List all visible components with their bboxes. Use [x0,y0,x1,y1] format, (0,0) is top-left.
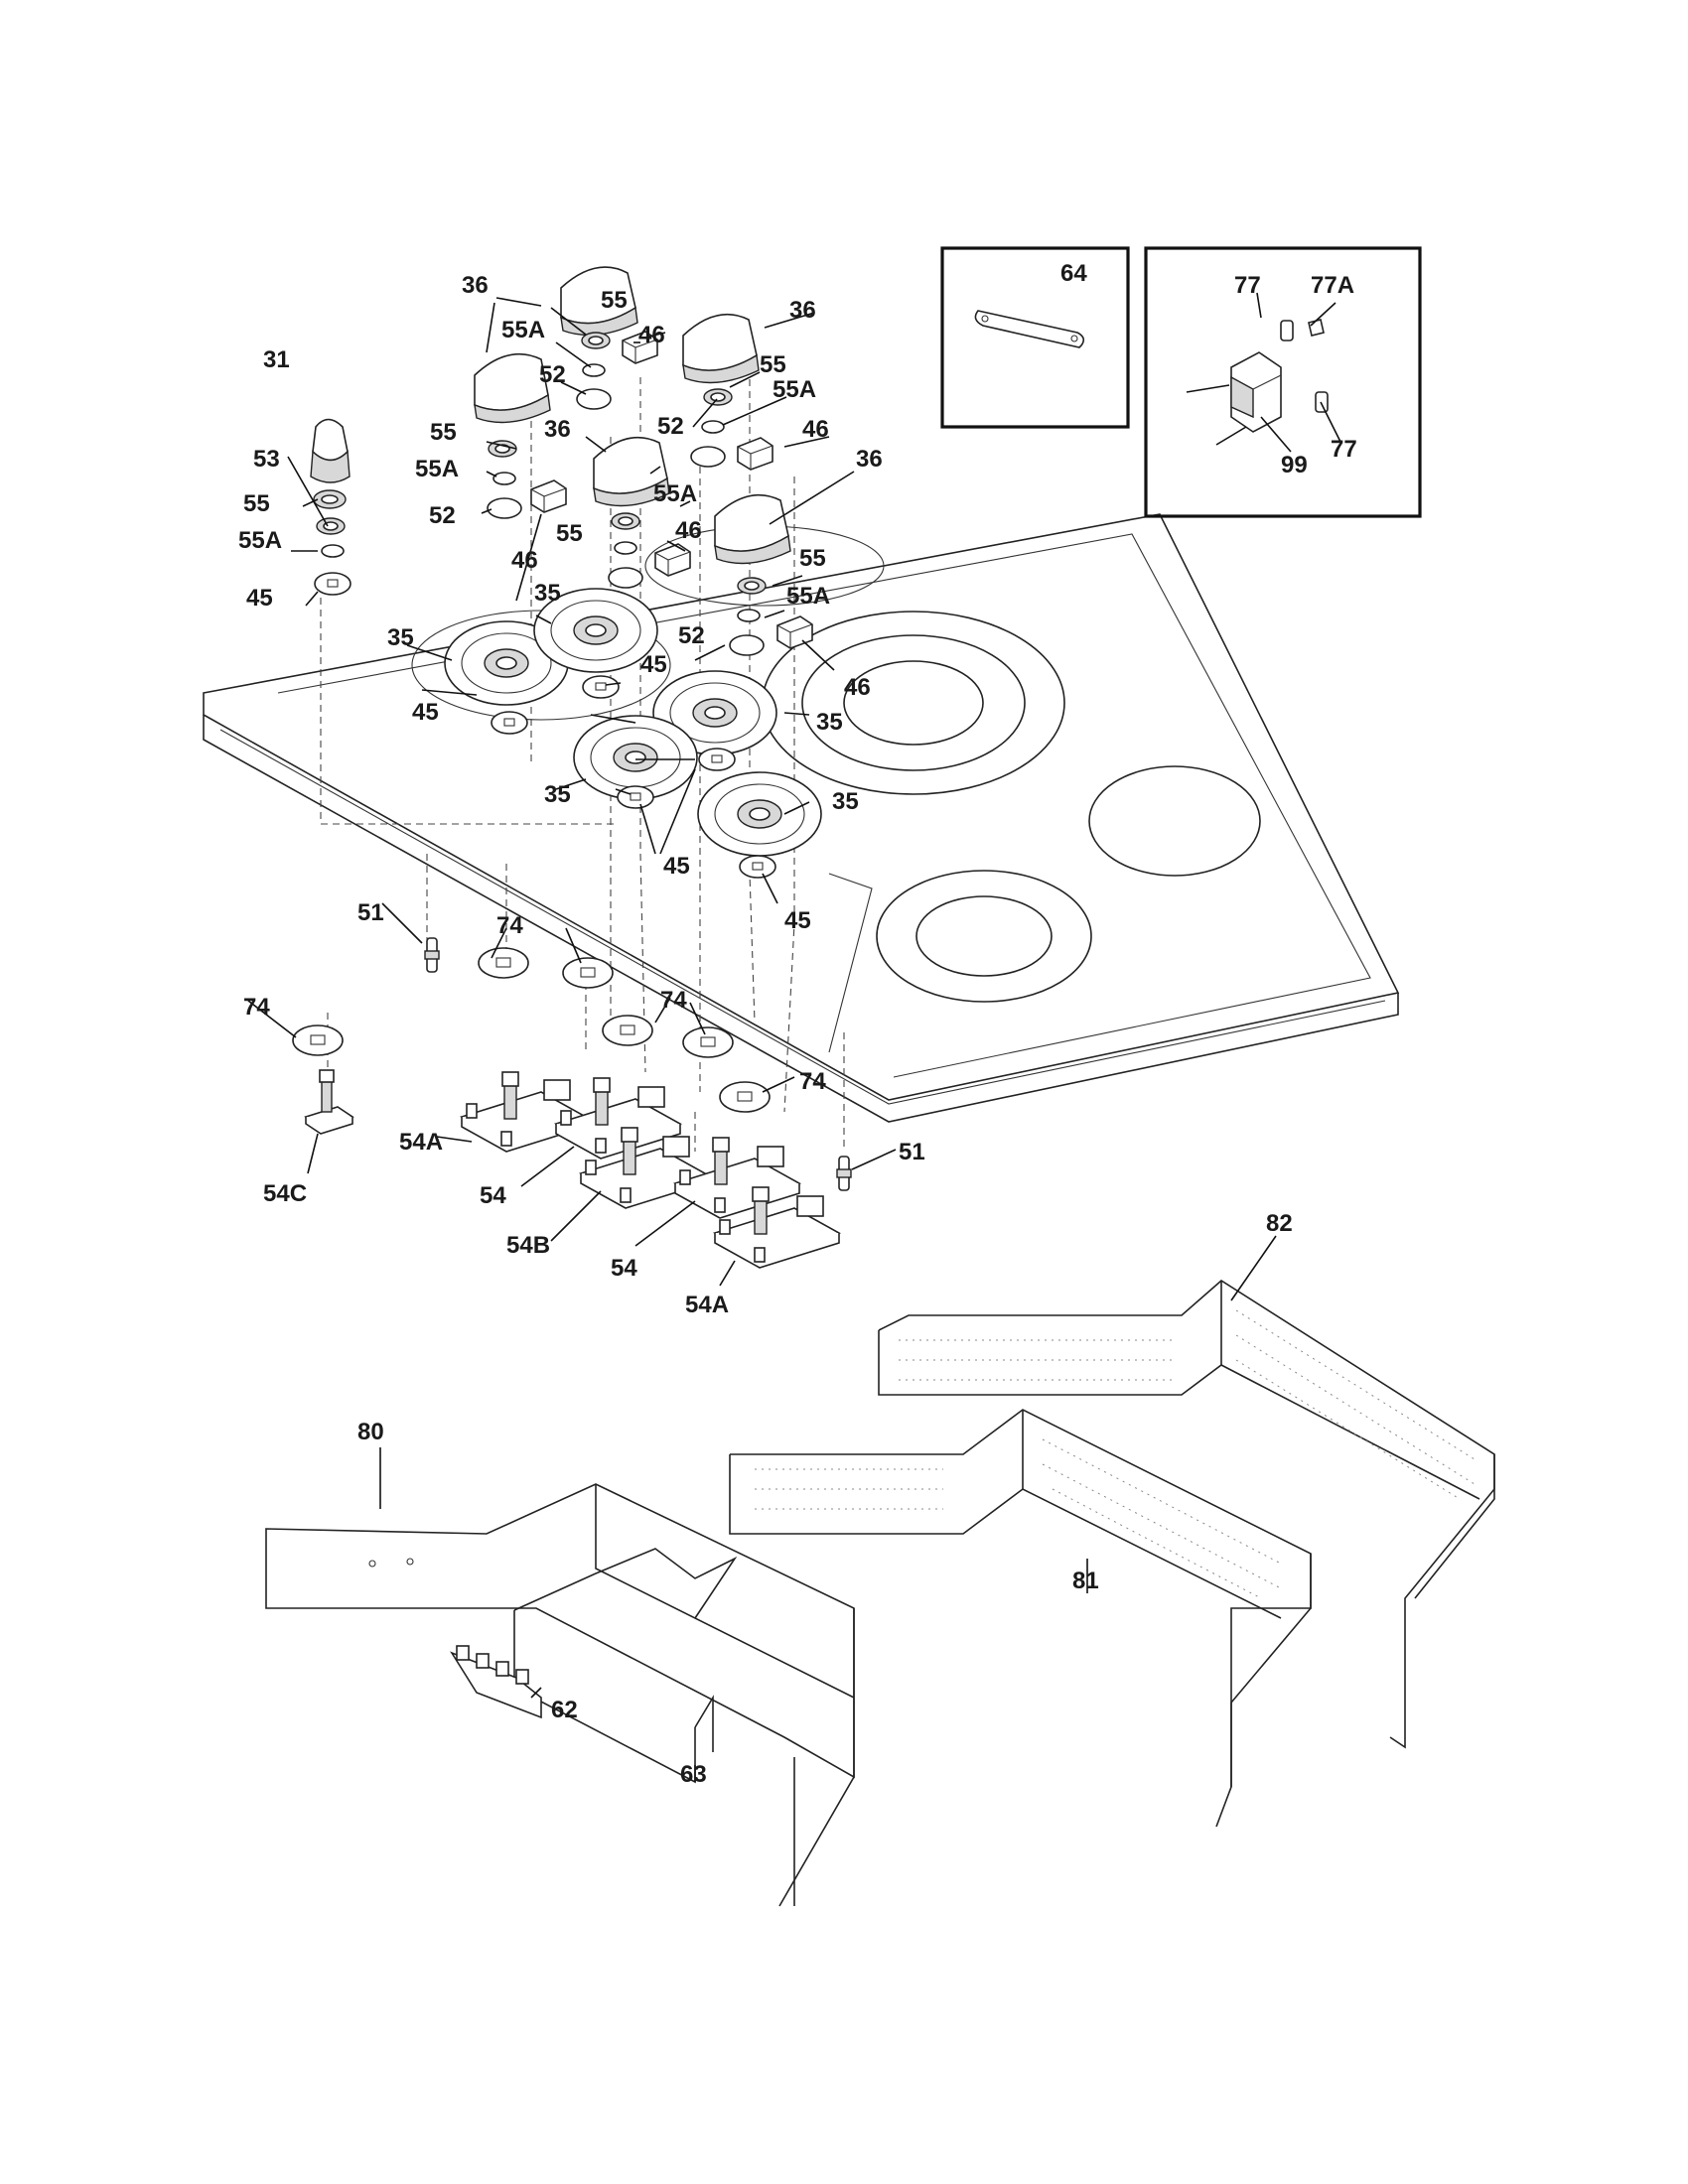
knob-36-b [474,352,551,424]
callout-80: 80 [357,1419,384,1445]
callout-54C: 54C [263,1180,307,1207]
indicator-lights-46 [530,331,813,649]
callout-52-a: 52 [539,361,566,388]
callout-99: 99 [1281,452,1308,478]
callout-54B: 54B [506,1232,550,1259]
callout-55-d: 55 [243,490,270,517]
callout-55-c: 55 [430,419,457,446]
switch-54A-b [712,1186,842,1269]
callout-51-b: 51 [899,1139,925,1165]
callout-36-b: 36 [789,297,816,324]
callout-54-b: 54 [611,1255,637,1282]
switch-54-a [553,1077,683,1160]
switch-54C [304,1069,354,1135]
cooktop-glass [203,513,1400,1123]
callout-35-d: 35 [544,781,571,808]
callout-63: 63 [680,1761,707,1788]
callout-53: 53 [253,446,280,473]
switch-54B [578,1127,708,1209]
callout-77A: 77A [1311,272,1354,299]
callout-55A-a: 55A [501,317,545,343]
knob-36-e [714,493,791,565]
callout-36-c: 36 [544,416,571,443]
callout-55-f: 55 [799,545,826,572]
terminal-block-62 [450,1645,542,1719]
callout-77-b: 77 [1331,436,1357,463]
callout-74-c: 74 [660,987,687,1014]
leader-lines [247,292,1341,1782]
callout-45-b: 45 [640,651,667,678]
callout-74-a: 74 [496,912,523,939]
inset-box-99 [1144,246,1422,518]
callout-55-a: 55 [601,287,628,314]
indicator-46-b [530,479,567,513]
infinite-switches [304,1069,842,1269]
callout-35-a: 35 [534,580,561,607]
control-knobs [310,266,791,565]
callout-55-b: 55 [760,351,786,378]
indicator-46-c [737,437,774,471]
callout-35-e: 35 [832,788,859,815]
bezel-35-e [697,771,822,857]
callout-74-b: 74 [243,994,270,1021]
callout-54-a: 54 [480,1182,506,1209]
indicator-46-a [622,331,658,364]
callout-54A-b: 54A [685,1292,729,1318]
callout-52-c: 52 [429,502,456,529]
callout-52-b: 52 [657,413,684,440]
callout-77-a: 77 [1234,272,1261,299]
callout-31: 31 [263,346,290,373]
nuts-and-rings [313,332,767,656]
knob-31 [310,418,351,483]
callout-52-d: 52 [678,622,705,649]
callout-55A-e: 55A [238,527,282,554]
callout-64: 64 [1060,260,1087,287]
callout-46-b: 46 [802,416,829,443]
indicator-46-e [776,615,813,649]
probes-51 [424,937,852,1191]
callout-46-c: 46 [675,517,702,544]
callout-45-a: 45 [246,585,273,612]
inset-box-64 [940,246,1130,429]
knob-36-d [593,436,670,507]
callout-46-a: 46 [638,322,665,348]
callout-62: 62 [551,1697,578,1723]
callout-46-d: 46 [511,547,538,574]
callout-55A-f: 55A [786,583,830,610]
panel-80 [265,1483,855,1907]
callout-36-d: 36 [856,446,883,473]
callout-55A-b: 55A [773,376,816,403]
callout-82: 82 [1266,1210,1293,1237]
callout-45-e: 45 [784,907,811,934]
switch-bezels [444,588,822,857]
switch-54-b [672,1137,802,1219]
callout-55A-c: 55A [415,456,459,482]
callout-36-a: 36 [462,272,489,299]
callout-51-a: 51 [357,899,384,926]
callout-74-d: 74 [799,1068,826,1095]
panel-82 [878,1280,1495,1749]
callout-45-d: 45 [663,853,690,880]
callout-46-e: 46 [844,674,871,701]
bezel-35-d [573,715,698,800]
washers-45 [314,572,776,879]
callout-54A-a: 54A [399,1129,443,1156]
knob-36-a [560,266,638,337]
callout-35-b: 35 [387,624,414,651]
callout-45-c: 45 [412,699,439,726]
indicator-46-d [654,543,691,577]
bezel-35-b [533,588,658,673]
knob-36-c [682,313,760,384]
callout-labels: 36 55 36 55A 46 31 55 52 55A 55 52 36 46… [238,260,1357,1788]
switch-brackets-74 [292,947,771,1113]
callout-55A-d: 55A [653,480,697,507]
bracket-63 [513,1548,738,1784]
callout-55-e: 55 [556,520,583,547]
panel-81 [729,1409,1312,1828]
callout-35-c: 35 [816,709,843,736]
callout-81: 81 [1072,1568,1099,1594]
